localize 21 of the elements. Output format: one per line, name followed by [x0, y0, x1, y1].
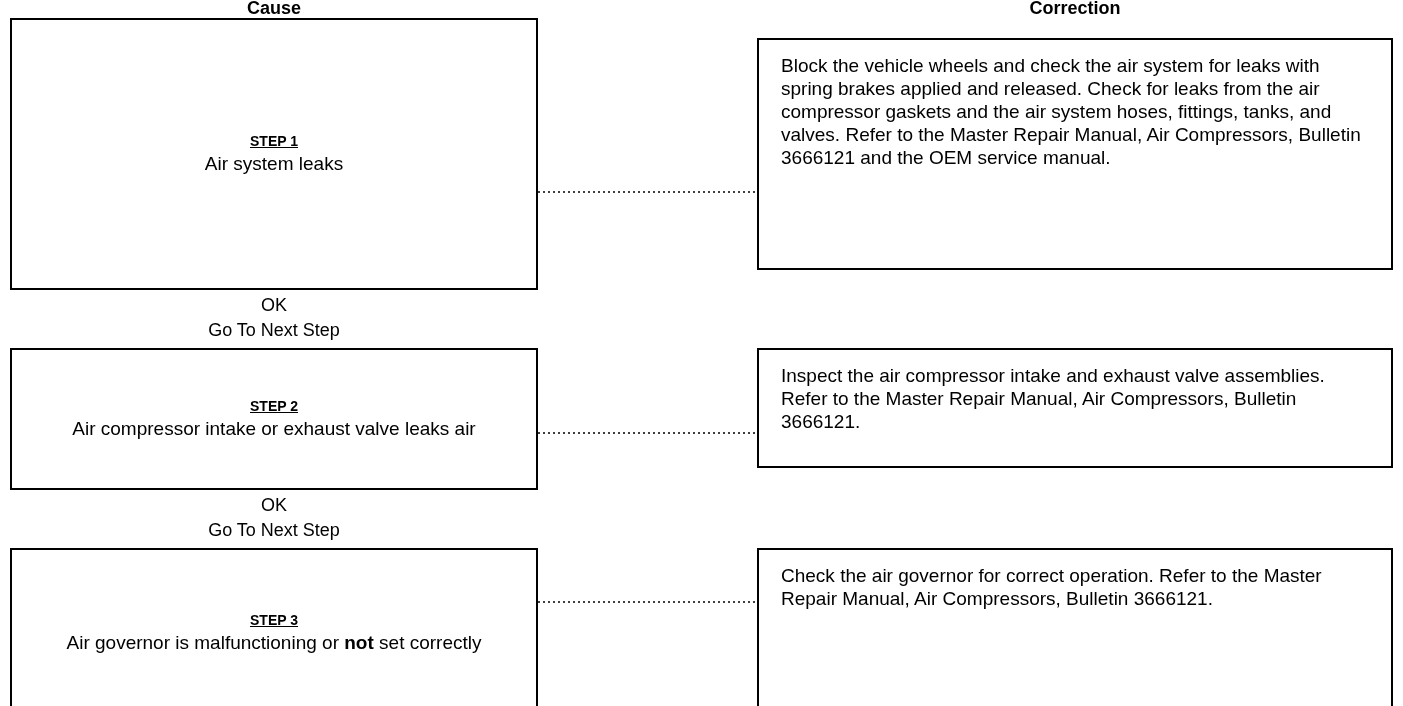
- step-heading: STEP 2: [250, 398, 298, 414]
- column-heading: Correction: [1029, 0, 1121, 19]
- column-heading: Cause: [247, 0, 301, 19]
- cause-box: [10, 548, 538, 706]
- correction-text: Block the vehicle wheels and check the air system for leaks with spring brakes applied and released. Check for leaks from the air compressor gaskets and the air system hoses, fittings, tanks, and valves. Refer to the Master Repair Manual, Air Compressors, Bulletin 3666121 and the OEM service manual.: [781, 54, 1362, 169]
- step-heading: STEP 3: [250, 612, 298, 628]
- correction-box: [757, 38, 1393, 270]
- cause-text: Air governor is malfunctioning or not set correctly: [66, 632, 482, 654]
- next-step-text: Go To Next Step: [208, 520, 340, 541]
- correction-box: [757, 348, 1393, 468]
- cause-box: [10, 18, 538, 290]
- correction-text: Inspect the air compressor intake and exhaust valve assemblies. Refer to the Master Repair Manual, Air Compressors, Bulletin 3666121.: [781, 364, 1326, 433]
- next-step-text: Go To Next Step: [208, 320, 340, 341]
- correction-text: Check the air governor for correct operation. Refer to the Master Repair Manual, Air Compressors, Bulletin 3666121.: [781, 564, 1323, 610]
- step-heading: STEP 1: [250, 133, 298, 149]
- cause-text: Air system leaks: [204, 153, 344, 175]
- cause-text: Air compressor intake or exhaust valve leaks air: [72, 418, 476, 440]
- cause-box: [10, 348, 538, 490]
- correction-box: [757, 548, 1393, 706]
- result-text: OK: [261, 495, 287, 516]
- result-text: OK: [261, 295, 287, 316]
